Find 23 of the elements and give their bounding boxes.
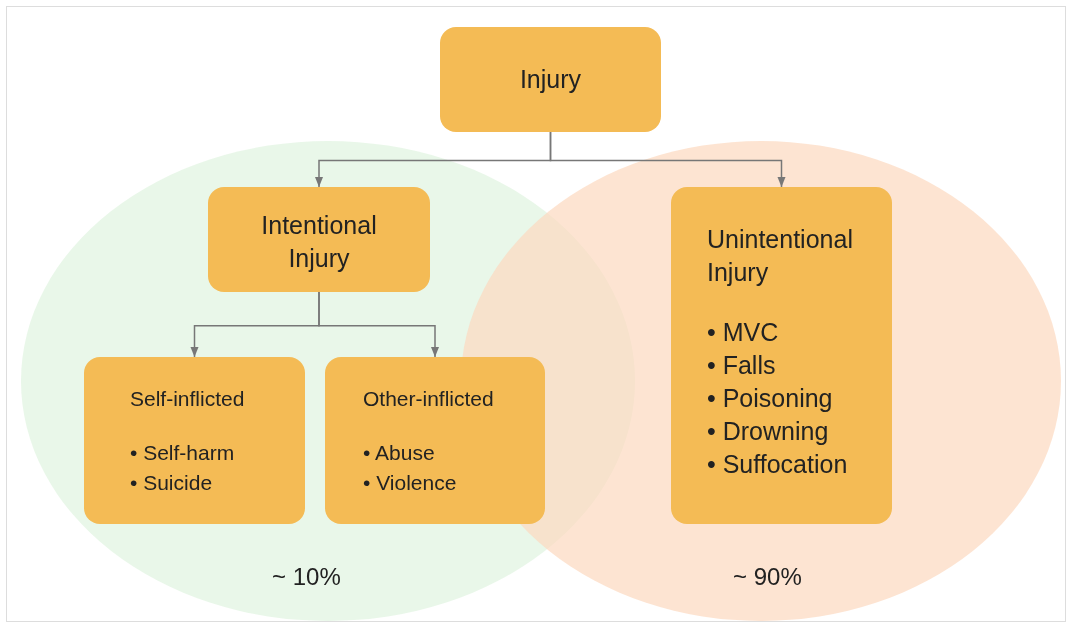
bullet-item: • Suffocation <box>707 449 849 480</box>
bullet-item: • Self-harm <box>130 440 236 467</box>
connector-arrow <box>549 131 786 188</box>
category-title: Injury <box>518 64 583 95</box>
percentage-label: ~ 10% <box>272 563 341 591</box>
category-box <box>671 187 892 524</box>
bullet-item: • Suicide <box>130 469 214 496</box>
bullet-item: • Drowning <box>707 416 830 447</box>
category-box <box>325 357 545 524</box>
category-title: Self-inflicted <box>130 386 246 412</box>
category-box <box>84 357 305 524</box>
connector-arrow <box>318 291 440 358</box>
category-title: Other-inflicted <box>363 386 495 412</box>
bullet-item: • MVC <box>707 317 780 348</box>
category-box <box>440 27 661 132</box>
category-title: Intentional Injury <box>260 210 378 274</box>
bullet-item: • Abuse <box>363 440 436 467</box>
category-title: Unintentional Injury <box>707 224 854 288</box>
bullet-item: • Poisoning <box>707 383 834 414</box>
bullet-item: • Violence <box>363 469 458 496</box>
percentage-label: ~ 90% <box>733 563 802 591</box>
category-box <box>208 187 430 292</box>
bullet-item: • Falls <box>707 350 777 381</box>
